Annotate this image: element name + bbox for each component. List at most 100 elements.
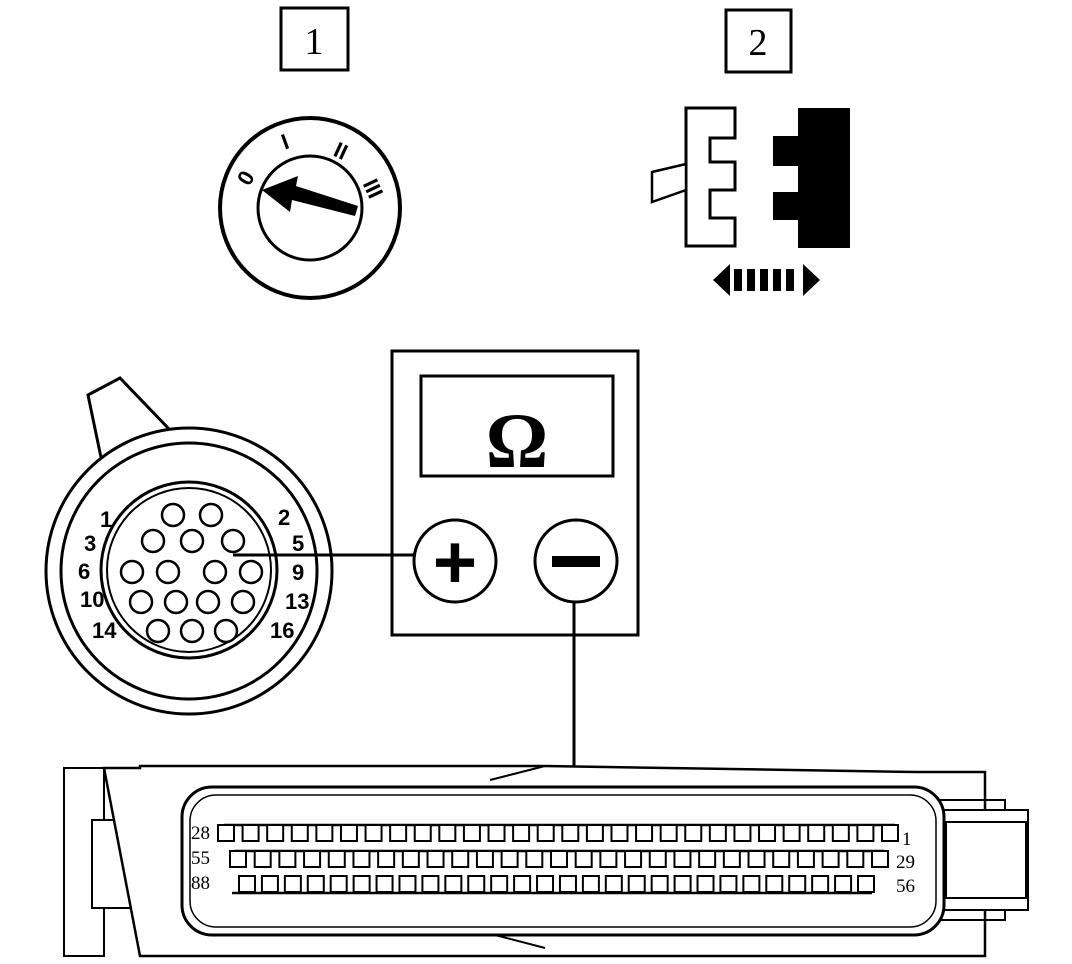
ecu-pin — [377, 850, 396, 868]
key-arrow-icon — [262, 176, 358, 216]
multimeter: Ω + — [390, 349, 640, 637]
ecu-pin — [585, 824, 604, 842]
ecu-pin — [673, 850, 692, 868]
ecu-pin — [627, 875, 646, 893]
ecu-pin — [742, 875, 761, 893]
ecu-pin — [747, 850, 766, 868]
minus-terminal — [533, 518, 619, 604]
ecu-pin — [421, 875, 440, 893]
ecu-pin — [241, 824, 260, 842]
pin-label: 6 — [78, 559, 90, 584]
round-connector: 1 2 3 5 6 9 10 13 14 16 — [44, 376, 334, 716]
ecu-pin — [536, 824, 555, 842]
ecu-pin — [659, 824, 678, 842]
ecu-pin — [444, 875, 463, 893]
ecu-pin — [512, 824, 531, 842]
ecu-pin — [708, 824, 727, 842]
ecu-pin-rows — [217, 823, 899, 895]
ecu-pin — [375, 875, 394, 893]
ecu-pin — [574, 850, 593, 868]
pin-label: 3 — [84, 531, 96, 556]
pin-labels: 1 2 3 5 6 9 10 13 14 16 — [78, 505, 309, 643]
ecu-pin — [339, 824, 358, 842]
ecu-pin — [290, 824, 309, 842]
disconnected-plug-icon — [650, 106, 850, 296]
ecu-pin — [807, 824, 826, 842]
ecu-pin — [831, 824, 850, 842]
ecu-pin — [796, 850, 815, 868]
ecu-pin — [758, 824, 777, 842]
ecu-pin — [871, 850, 889, 868]
ecu-pin — [765, 875, 784, 893]
row1-left-label: 28 — [191, 823, 210, 844]
pin-label: 16 — [270, 618, 294, 643]
ecu-pin — [329, 875, 348, 893]
step-2-box: 2 — [724, 8, 793, 74]
ecu-pin — [788, 875, 807, 893]
ecu-pin — [635, 824, 654, 842]
ecu-pin — [229, 850, 247, 868]
ecu-pin — [696, 875, 715, 893]
ecu-pin — [536, 875, 555, 893]
ecu-pin — [426, 850, 445, 868]
ecu-pin — [722, 850, 741, 868]
pin-label: 13 — [285, 589, 309, 614]
ecu-pin — [782, 824, 801, 842]
ecu-pin — [303, 850, 322, 868]
ecu-pin — [238, 875, 256, 893]
ecu-pin — [438, 824, 457, 842]
ecu-pin — [673, 875, 692, 893]
ecu-pin — [217, 824, 235, 842]
ecu-pin — [398, 875, 417, 893]
step-1-label: 1 — [305, 21, 324, 63]
ecu-pin — [487, 824, 506, 842]
step-1-box: 1 — [279, 6, 350, 72]
ecu-connector: 28 1 55 29 88 56 — [63, 764, 1029, 958]
ecu-pin — [599, 850, 618, 868]
ecu-pin — [650, 875, 669, 893]
ecu-pin — [772, 850, 791, 868]
ecu-pin — [624, 850, 643, 868]
pin-label: 14 — [92, 618, 117, 643]
ecu-pin — [467, 875, 486, 893]
ecu-pin — [525, 850, 544, 868]
row1-right-label: 1 — [902, 829, 912, 850]
ecu-pin — [856, 824, 875, 842]
ecu-pin — [857, 875, 875, 893]
ecu-pin — [513, 875, 532, 893]
ecu-pin — [253, 850, 272, 868]
ecu-pin — [490, 875, 509, 893]
ecu-pin — [684, 824, 703, 842]
ecu-pin — [283, 875, 302, 893]
ecu-pin — [451, 850, 470, 868]
ecu-pin — [604, 875, 623, 893]
row2-left-label: 55 — [191, 848, 210, 869]
ecu-pin — [834, 875, 853, 893]
ecu-pin — [733, 824, 752, 842]
ecu-pin — [719, 875, 738, 893]
pin-label: 1 — [100, 507, 112, 532]
ecu-pin — [881, 824, 899, 842]
ecu-pin — [401, 850, 420, 868]
plus-symbol: + — [433, 520, 477, 605]
ecu-pin — [821, 850, 840, 868]
ecu-pin — [278, 850, 297, 868]
ecu-pin — [698, 850, 717, 868]
row3-left-label: 88 — [191, 873, 210, 894]
ecu-pin — [462, 824, 481, 842]
ecu-pin — [260, 875, 279, 893]
pin-label: 9 — [292, 560, 304, 585]
pin-label: 10 — [80, 587, 104, 612]
ecu-pin — [327, 850, 346, 868]
ecu-pin — [581, 875, 600, 893]
ecu-pin — [389, 824, 408, 842]
step-2-label: 2 — [749, 22, 768, 64]
pin-label: 2 — [278, 505, 290, 530]
ecu-pin — [306, 875, 325, 893]
row3-right-label: 56 — [896, 876, 915, 897]
ecu-pin — [550, 850, 568, 868]
row2-right-label: 29 — [896, 852, 915, 873]
ecu-pin — [561, 824, 580, 842]
ecu-pin — [610, 824, 629, 842]
